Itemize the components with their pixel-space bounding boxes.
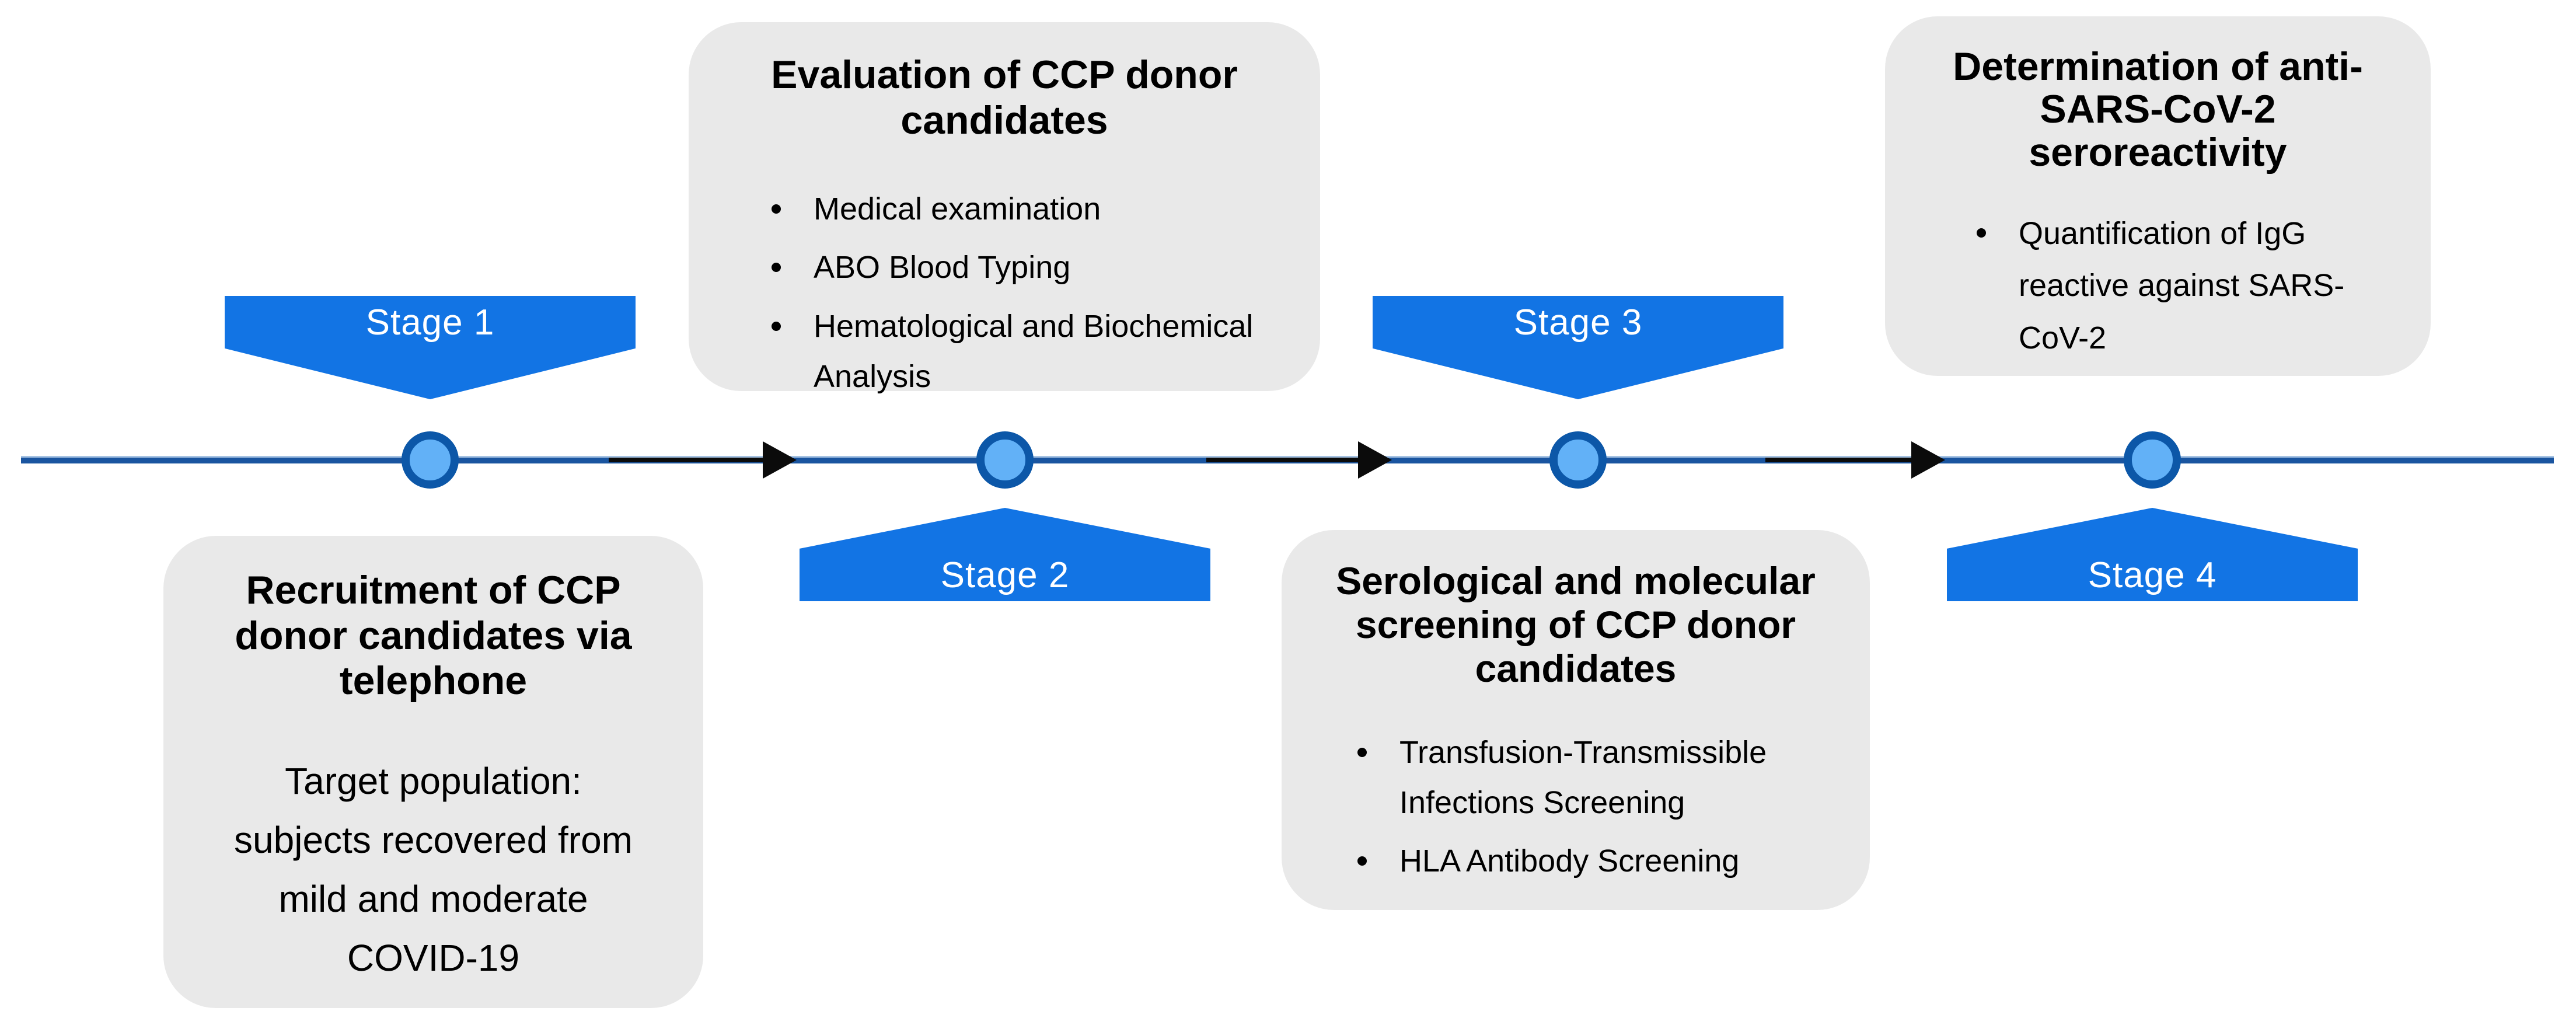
arrow-2-head-icon: [1358, 441, 1392, 479]
arrow-1-head-icon: [763, 441, 797, 479]
stage-1-label: Stage 1: [365, 302, 495, 343]
recruitment-box-title: Recruitment of CCP donor candidates via …: [235, 568, 632, 703]
seroreactivity-box: Determination of anti- SARS-CoV-2 serore…: [1885, 16, 2431, 376]
timeline-node-1: [402, 431, 459, 489]
recruitment-box: Recruitment of CCP donor candidates via …: [163, 536, 703, 1008]
timeline-node-2: [976, 431, 1034, 489]
bullet-item-text: ABO Blood Typing: [814, 250, 1071, 285]
bullet-item-text: HLA Antibody Screening: [1399, 843, 1740, 879]
bullet-dot-icon: [772, 263, 781, 273]
stage-3-banner: Stage 3: [1373, 296, 1783, 399]
bullet-dot-icon: [1357, 747, 1367, 757]
evaluation-box-title: Evaluation of CCP donor candidates: [771, 53, 1238, 142]
screening-box-title: Serological and molecular screening of C…: [1336, 559, 1816, 691]
bullet-item: Quantification of IgG reactive against S…: [1977, 208, 2404, 364]
bullet-dot-icon: [772, 204, 781, 214]
seroreactivity-box-title: Determination of anti- SARS-CoV-2 serore…: [1953, 44, 2363, 175]
bullet-dot-icon: [772, 321, 781, 331]
bullet-dot-icon: [1357, 856, 1367, 866]
arrow-3-shaft: [1765, 458, 1913, 462]
stage-2-banner: Stage 2: [800, 508, 1210, 601]
stage-4-label: Stage 4: [2088, 555, 2217, 595]
bullet-dot-icon: [1977, 228, 1986, 238]
recruitment-box-paragraph: Target population: subjects recovered fr…: [234, 759, 633, 979]
bullet-item-text: Medical examination: [814, 191, 1101, 227]
bullet-item-text: Hematological and Biochemical Analysis: [814, 308, 1254, 395]
evaluation-bullet-list: Medical examination ABO Blood Typing Hem…: [718, 184, 1291, 402]
screening-bullet-list: Transfusion-Transmissible Infections Scr…: [1299, 727, 1852, 887]
timeline-node-3: [1549, 431, 1607, 489]
bullet-item-text: Transfusion-Transmissible Infections Scr…: [1399, 734, 1767, 821]
stage-2-label: Stage 2: [940, 555, 1070, 595]
arrow-2-shaft: [1206, 458, 1360, 462]
evaluation-box: Evaluation of CCP donor candidates Medic…: [689, 22, 1320, 394]
bullet-item: Transfusion-Transmissible Infections Scr…: [1357, 727, 1852, 828]
arrow-1-shaft: [609, 458, 767, 462]
stage-1-banner: Stage 1: [225, 296, 636, 399]
arrow-3-head-icon: [1911, 441, 1945, 479]
seroreactivity-bullet-list: Quantification of IgG reactive against S…: [1911, 208, 2404, 364]
bullet-item: ABO Blood Typing: [772, 242, 1291, 292]
bullet-item: HLA Antibody Screening: [1357, 836, 1852, 886]
stage-3-label: Stage 3: [1513, 302, 1643, 343]
screening-box: Serological and molecular screening of C…: [1282, 530, 1870, 910]
bullet-item-text: Quantification of IgG reactive against S…: [2019, 216, 2345, 355]
stage-4-banner: Stage 4: [1947, 508, 2358, 601]
bullet-item: Hematological and Biochemical Analysis: [772, 301, 1291, 402]
timeline-node-4: [2124, 431, 2181, 489]
bullet-item: Medical examination: [772, 184, 1291, 234]
